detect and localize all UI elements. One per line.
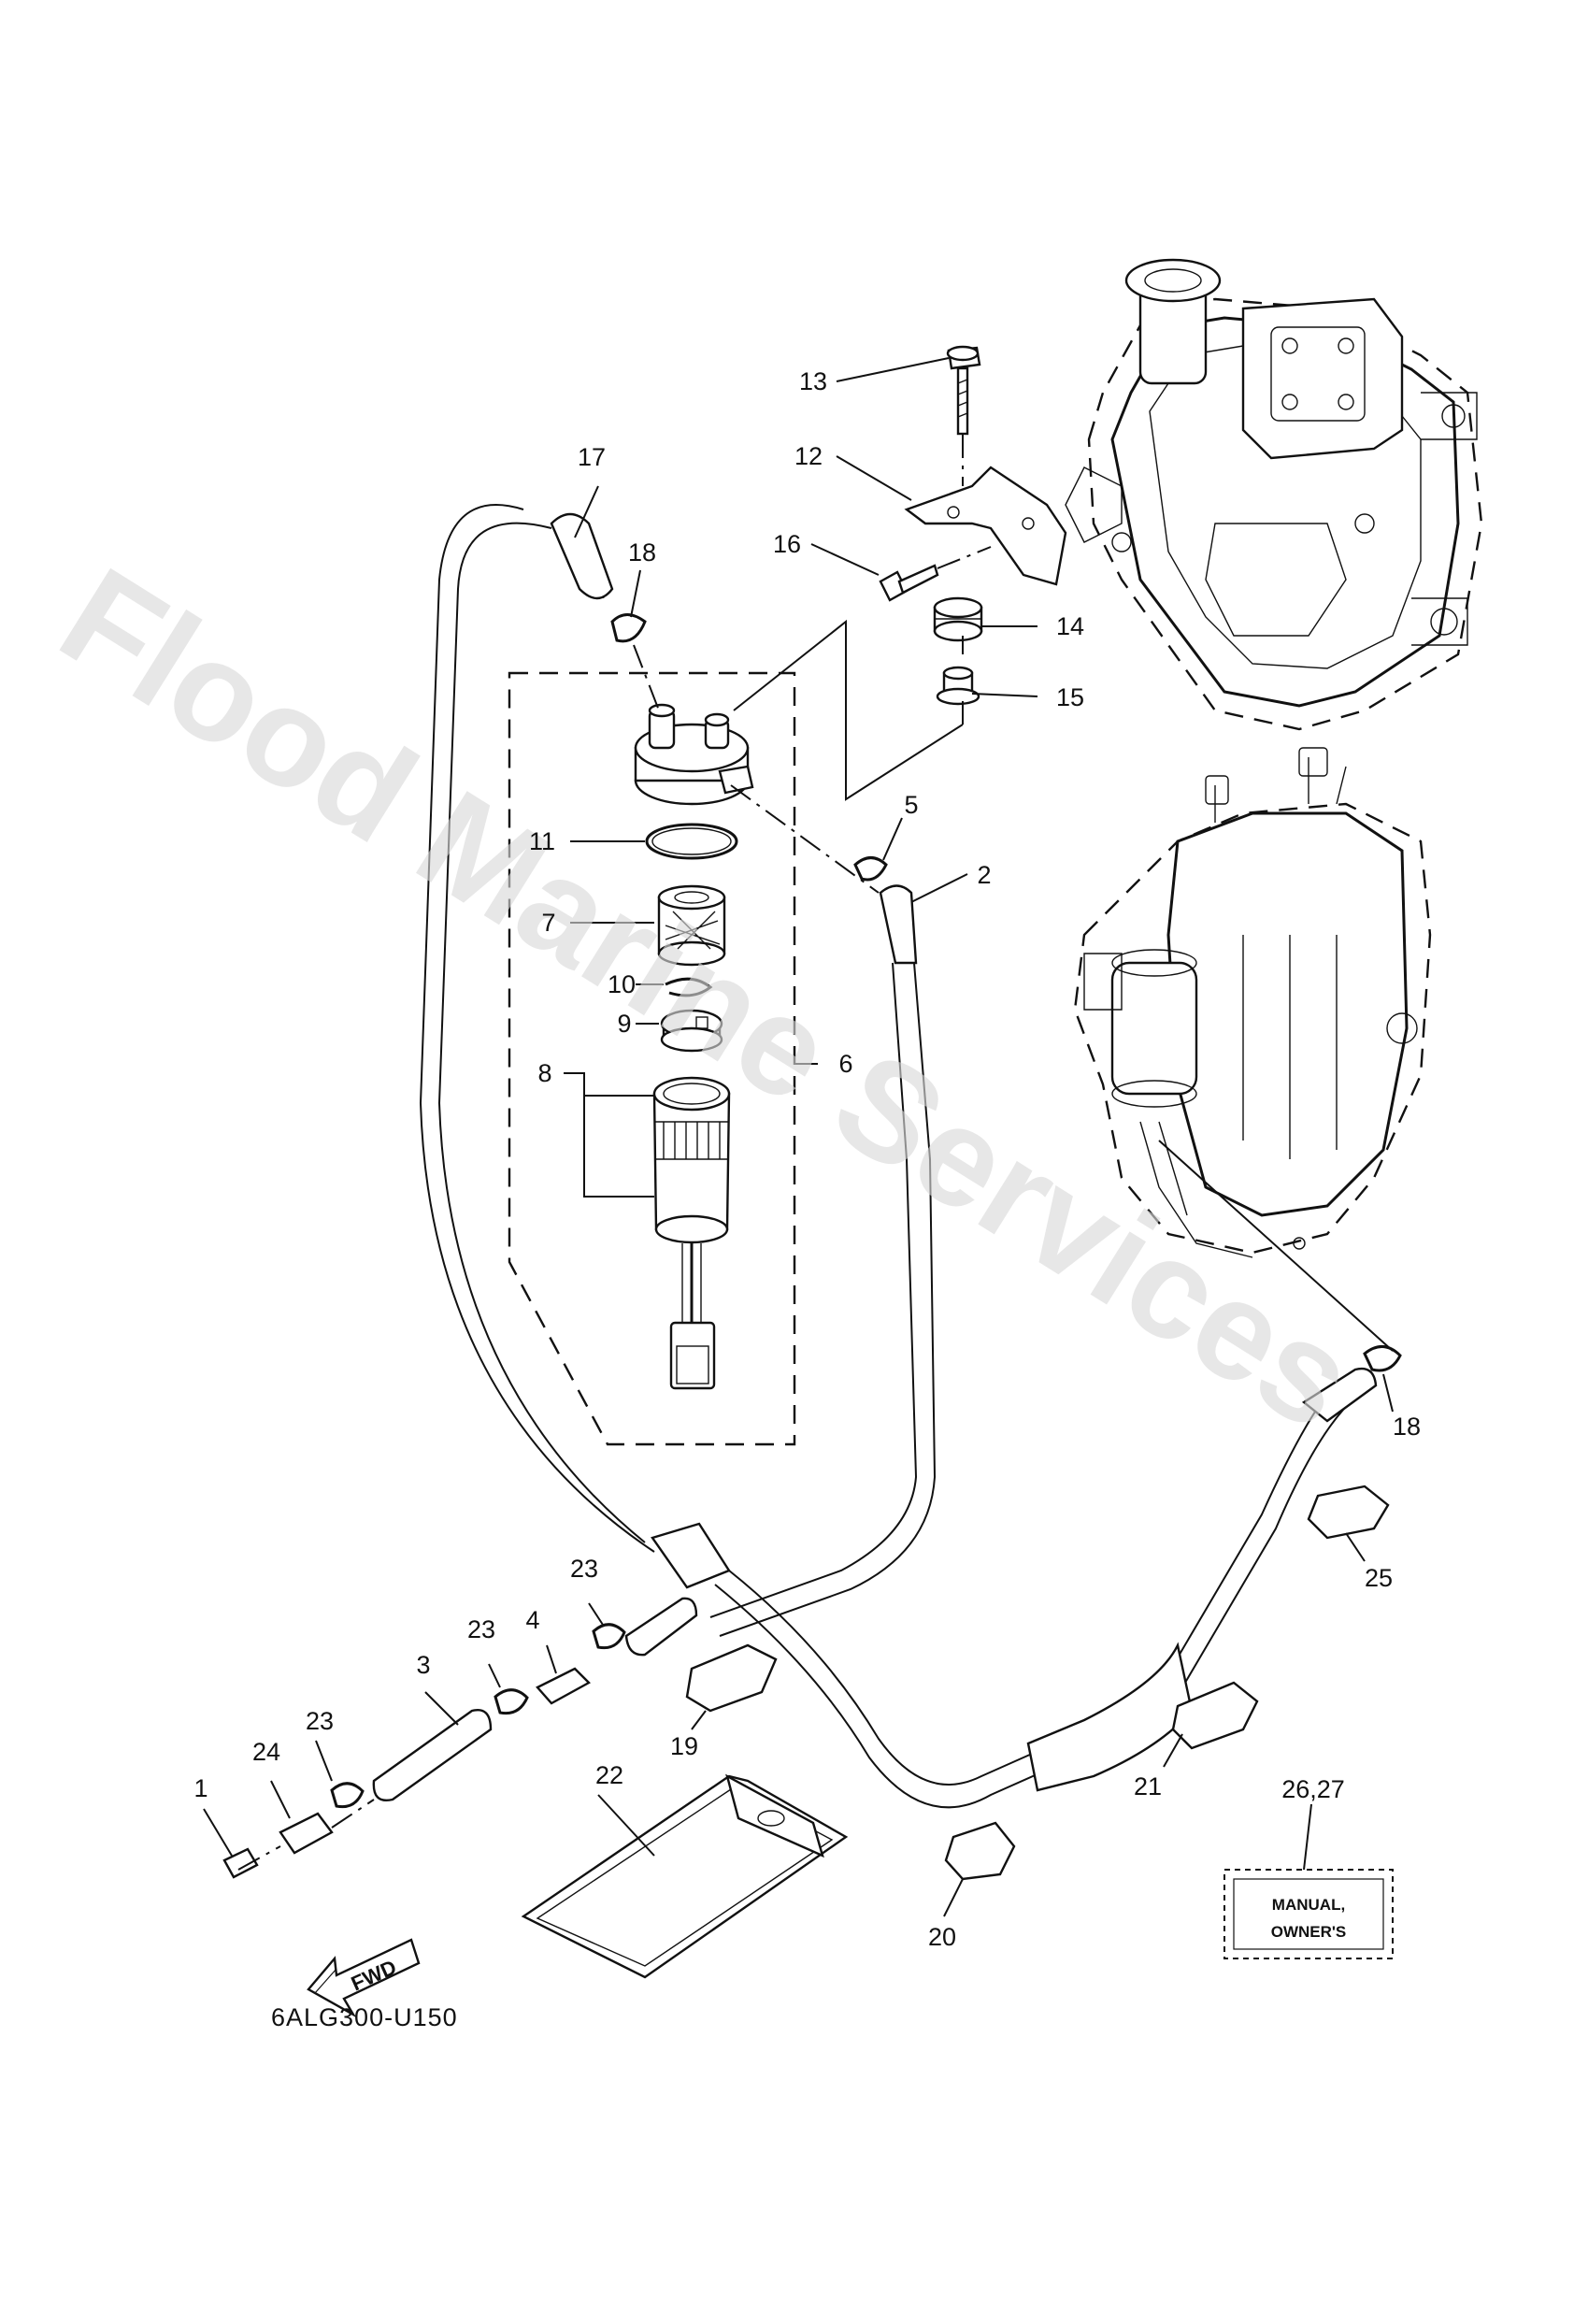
callout-16: 16 xyxy=(773,530,801,558)
callout-26-27: 26,27 xyxy=(1281,1775,1345,1803)
leader-lines xyxy=(203,357,1394,1917)
fuel-filter-assembly xyxy=(508,671,796,1446)
callout-5: 5 xyxy=(904,791,918,819)
filter-cup xyxy=(652,1076,731,1390)
water-sensor-connector xyxy=(669,1321,716,1390)
float xyxy=(660,1009,723,1053)
hose-joint xyxy=(651,1522,731,1589)
bolt-13 xyxy=(946,345,981,486)
callout-25: 22 xyxy=(595,1761,623,1789)
o-ring xyxy=(645,823,738,860)
owners-manual-box: MANUAL, OWNER'S xyxy=(1223,1869,1394,1959)
callout-23-middle: 23 xyxy=(467,1615,495,1643)
callout-7: 7 xyxy=(541,909,555,937)
clamp-18-lower xyxy=(1363,1345,1402,1372)
assembly-outline xyxy=(508,671,796,1446)
hose-2 xyxy=(879,884,918,965)
joint-24 xyxy=(279,1812,334,1855)
callout-20: 20 xyxy=(928,1923,956,1951)
clamp-5 xyxy=(853,856,888,882)
callout-14: 14 xyxy=(1056,612,1084,640)
hose-3 xyxy=(372,1709,493,1801)
callout-22: 25 xyxy=(1365,1564,1393,1592)
vapor-separator-drawing xyxy=(1073,747,1432,1258)
callout-13: 13 xyxy=(799,367,827,395)
spring-clip xyxy=(665,977,713,997)
callout-24: 24 xyxy=(252,1738,280,1766)
drawing-code: 6ALG300-U150 xyxy=(271,2003,458,2031)
tool-bag xyxy=(521,1774,849,1979)
callout-19: 19 xyxy=(670,1732,698,1760)
callout-4: 4 xyxy=(525,1606,539,1634)
joint-4 xyxy=(536,1667,591,1705)
clamp-23-top xyxy=(592,1623,626,1650)
holder-21 xyxy=(1171,1681,1259,1750)
callout-8: 8 xyxy=(537,1059,551,1087)
holder-20 xyxy=(944,1821,1016,1881)
callout-3: 3 xyxy=(416,1651,430,1679)
filter-bracket xyxy=(904,466,1067,586)
callout-15: 15 xyxy=(1056,683,1084,711)
callout-11: 11 xyxy=(529,827,555,855)
callout-18-lower: 18 xyxy=(1393,1413,1421,1441)
holder-22 xyxy=(1307,1485,1390,1540)
hose-routing xyxy=(222,504,1402,1979)
plug-1 xyxy=(222,1847,259,1879)
hose-lower xyxy=(1026,1642,1194,1792)
holder-19 xyxy=(685,1643,778,1713)
callout-2: 2 xyxy=(977,861,991,889)
clamp-23-bottom xyxy=(330,1782,365,1809)
clamp-18-upper xyxy=(610,613,647,643)
collar-15 xyxy=(936,666,980,706)
manual-line1: MANUAL, xyxy=(1272,1896,1345,1914)
manual-line2: OWNER'S xyxy=(1271,1923,1347,1941)
filter-head xyxy=(634,703,754,806)
callout-23-top: 23 xyxy=(570,1555,598,1583)
callout-10: 10 xyxy=(608,970,636,998)
callout-12: 12 xyxy=(794,442,823,470)
callout-21: 21 xyxy=(1134,1772,1162,1800)
hose-17 xyxy=(550,512,614,600)
engine-block-drawing xyxy=(1065,258,1483,731)
bolt-16 xyxy=(879,546,992,602)
callout-labels: 13 12 16 14 15 17 18 11 7 10 9 8 6 5 2 1… xyxy=(193,367,1421,1951)
callout-6: 6 xyxy=(838,1050,852,1078)
fuel-pump-body xyxy=(1110,961,1198,1096)
callout-23-bottom: 23 xyxy=(306,1707,334,1735)
callout-9: 9 xyxy=(617,1010,631,1038)
hose-upper-right xyxy=(1301,1367,1378,1423)
bracket-hardware xyxy=(733,345,1067,801)
filter-element xyxy=(657,884,726,967)
clamp-23-middle xyxy=(494,1688,529,1715)
grommet-14 xyxy=(933,596,983,642)
callout-18-upper: 18 xyxy=(628,538,656,567)
short-hose xyxy=(624,1597,698,1657)
callout-17: 17 xyxy=(578,443,606,471)
callout-1: 1 xyxy=(193,1774,207,1802)
